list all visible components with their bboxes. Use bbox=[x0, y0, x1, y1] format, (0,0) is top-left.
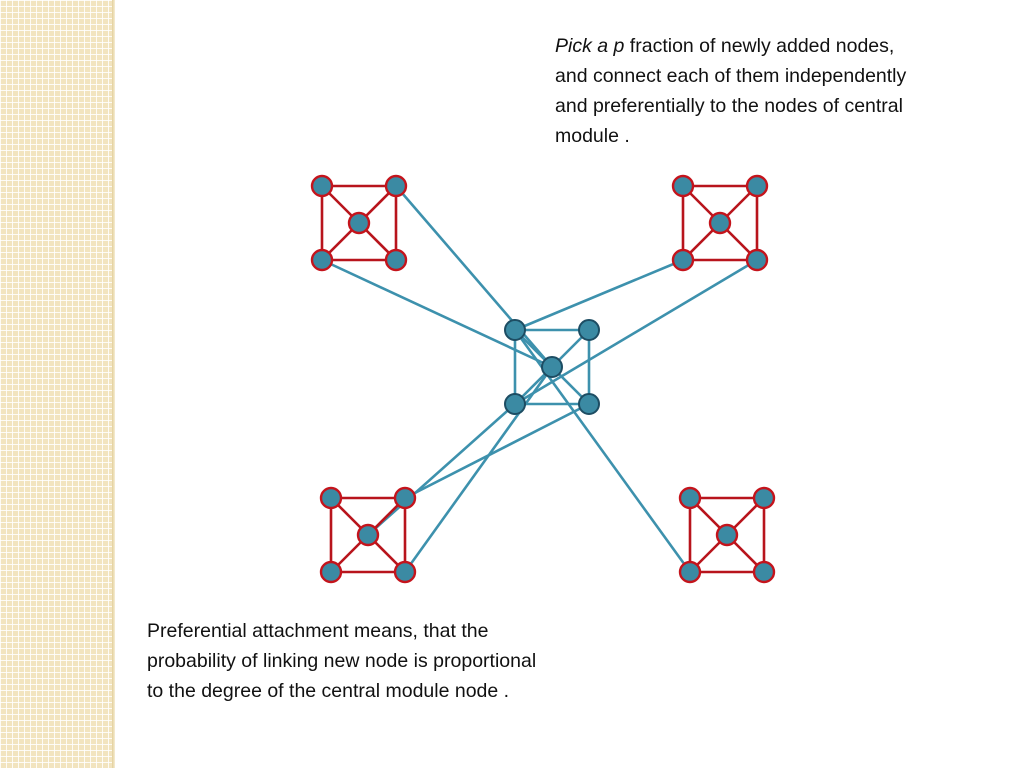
top-right-module-node-bottom-right bbox=[745, 248, 769, 272]
center-module-node-top-right bbox=[578, 319, 600, 341]
explanation-text: Preferential attachment means, that the … bbox=[147, 616, 536, 706]
center-module-node-top-left bbox=[504, 319, 526, 341]
top-right-module-node-center bbox=[708, 211, 732, 235]
attachment-link-5 bbox=[404, 402, 590, 500]
bottom-left-module-node-top-left bbox=[319, 486, 343, 510]
instruction-line-4: module . bbox=[555, 125, 630, 147]
top-right-module-node-bottom-left bbox=[671, 248, 695, 272]
instruction-text: Pick a p fraction of newly added nodes, … bbox=[555, 31, 906, 151]
attachment-link-7 bbox=[403, 366, 554, 573]
bottom-left-module-node-bottom-left bbox=[319, 560, 343, 584]
center-module-node-bottom-left bbox=[504, 393, 526, 415]
link-layer bbox=[321, 185, 758, 573]
explanation-line-1: Preferential attachment means, that the bbox=[147, 620, 489, 642]
top-left-module-node-bottom-right bbox=[384, 248, 408, 272]
bottom-left-module-node-center bbox=[356, 523, 380, 547]
explanation-line-2: probability of linking new node is propo… bbox=[147, 650, 537, 672]
attachment-link-4 bbox=[514, 258, 758, 406]
instruction-line-1: Pick a p fraction of newly added nodes, bbox=[555, 31, 906, 61]
attachment-link-2 bbox=[321, 258, 553, 369]
top-right-module-node-top-left bbox=[671, 174, 695, 198]
instruction-line-3: and preferentially to the nodes of centr… bbox=[555, 95, 903, 117]
instruction-line-2: and connect each of them independently bbox=[555, 65, 907, 87]
center-module-node-center bbox=[541, 356, 563, 378]
attachment-link-1 bbox=[395, 185, 553, 368]
bottom-left-module-node-top-right bbox=[393, 486, 417, 510]
decorative-side-strip bbox=[0, 0, 112, 768]
bottom-right-module-node-center bbox=[715, 523, 739, 547]
top-left-module-node-center bbox=[347, 211, 371, 235]
bottom-right-module-node-bottom-left bbox=[678, 560, 702, 584]
center-module-node-bottom-right bbox=[578, 393, 600, 415]
attachment-link-6 bbox=[367, 403, 516, 536]
bottom-left-module-node-bottom-right bbox=[393, 560, 417, 584]
side-strip-edge bbox=[112, 0, 115, 768]
top-left-module-node-top-left bbox=[310, 174, 334, 198]
bottom-right-module-node-top-right bbox=[752, 486, 776, 510]
bottom-right-module-node-bottom-right bbox=[752, 560, 776, 584]
instruction-line-1-start: Pick a bbox=[555, 35, 614, 57]
explanation-line-3: to the degree of the central module node… bbox=[147, 680, 510, 702]
node-layer bbox=[310, 174, 776, 584]
attachment-link-3 bbox=[514, 258, 684, 332]
top-right-module-node-top-right bbox=[745, 174, 769, 198]
bottom-right-module-node-top-left bbox=[678, 486, 702, 510]
instruction-variable-p: p bbox=[613, 35, 625, 57]
top-left-module-node-top-right bbox=[384, 174, 408, 198]
top-left-module-node-bottom-left bbox=[310, 248, 334, 272]
instruction-line-1-end: fraction of newly added nodes, bbox=[624, 35, 895, 57]
